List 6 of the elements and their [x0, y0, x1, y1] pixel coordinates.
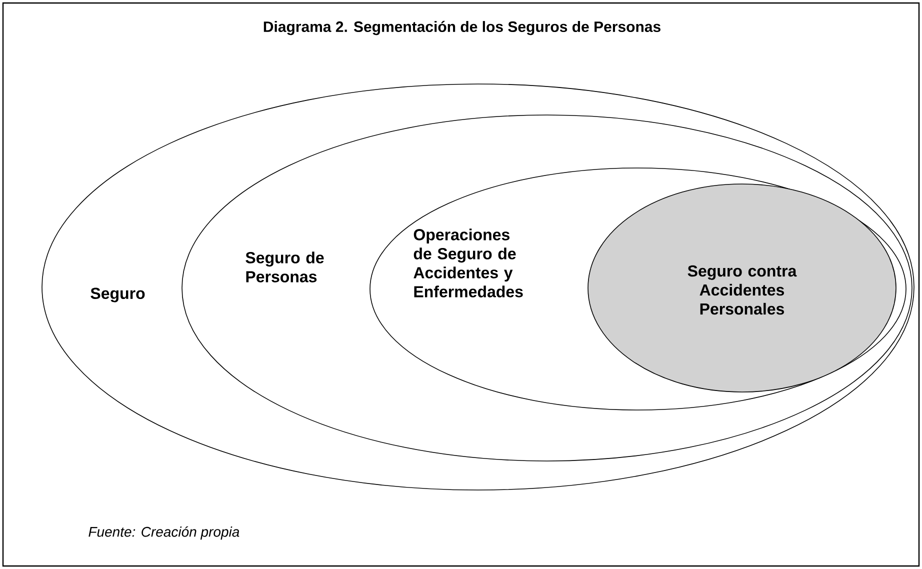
ellipse-label: Seguro: [90, 288, 145, 302]
ellipse-label: Operaciones de Seguro de Accidentes y Enfermedades: [414, 228, 523, 298]
ellipse-label: Seguro contra Accidentes Personales: [688, 265, 797, 315]
diagram-title: Diagrama 2. Segmentación de los Seguros de Personas: [264, 20, 660, 36]
ellipse-label: Seguro de Personas: [246, 252, 324, 282]
source-note: Fuente: Creación propia: [88, 526, 240, 540]
